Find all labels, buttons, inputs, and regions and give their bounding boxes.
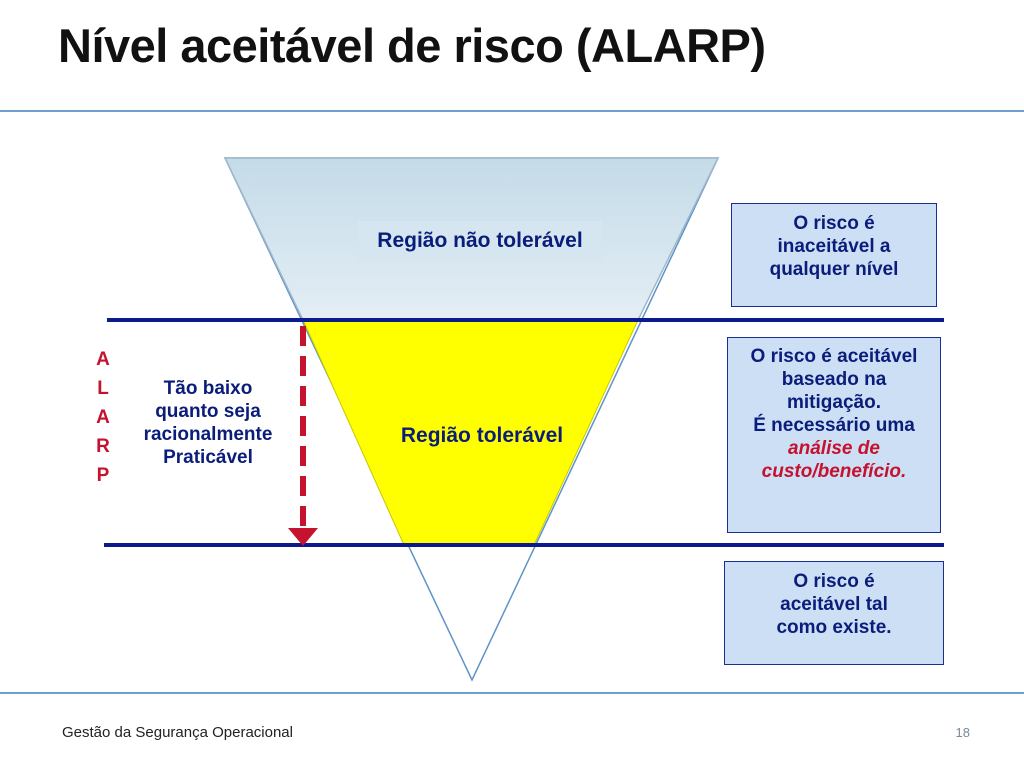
box-line: O risco é aceitável [750,346,918,367]
page-number: 18 [955,725,970,740]
intolerable-region-label: Região não tolerável [358,221,602,261]
alarp-description: Tão baixo quanto seja racionalmente Prat… [128,377,288,469]
tolerable-region-label: Região tolerável [400,424,564,447]
box-line: como existe. [776,617,892,638]
box-line: baseado na [781,369,887,390]
slide-title: Nível aceitável de risco (ALARP) [58,19,766,72]
box-line: mitigação. [787,392,881,413]
alarp-letter: R [96,436,110,457]
alarp-text-line: Praticável [163,447,253,468]
box-emphasis-line: custo/benefício. [761,461,907,482]
box-line: O risco é [793,571,875,592]
alarp-letter: L [97,378,109,399]
alarp-letter: A [96,349,110,370]
footer-title: Gestão da Segurança Operacional [62,724,293,741]
box-line: aceitável tal [780,594,888,615]
box-line: É necessário uma [753,415,915,436]
alarp-vertical-letters: A L A R P [88,345,118,490]
alarp-letter: P [96,465,110,486]
footer-divider [0,692,1024,694]
box-line: qualquer nível [769,259,899,280]
alarp-text-line: Tão baixo [163,378,253,399]
alarp-text-line: racionalmente [143,424,273,445]
intolerable-risk-box: O risco é inaceitável a qualquer nível [731,203,937,307]
title-divider [0,110,1024,112]
acceptable-risk-box: O risco é aceitável tal como existe. [724,561,944,665]
box-line: O risco é [793,213,875,234]
tolerable-risk-box: O risco é aceitável baseado na mitigação… [727,337,941,533]
box-line: inaceitável a [777,236,891,257]
alarp-text-line: quanto seja [155,401,261,422]
alarp-arrow-head [288,528,318,546]
box-emphasis-line: análise de [788,438,880,459]
alarp-letter: A [96,407,110,428]
